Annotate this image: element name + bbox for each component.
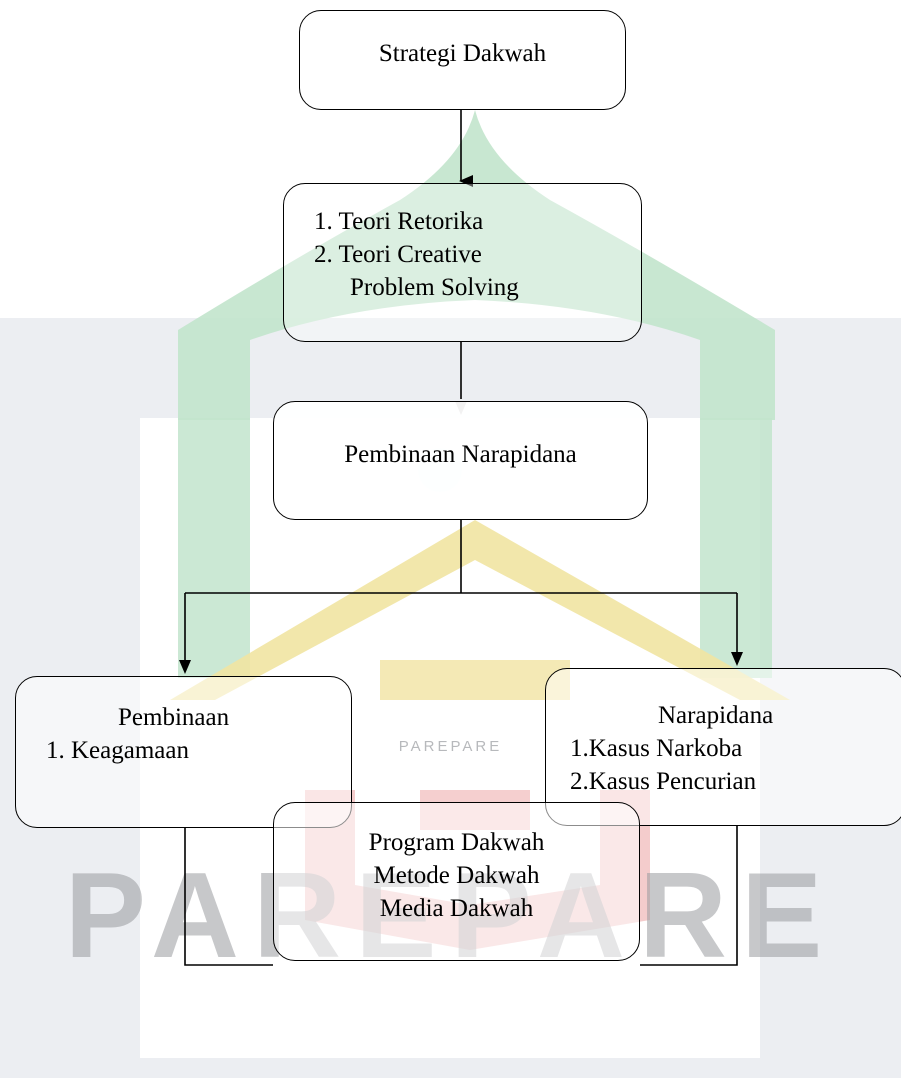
node-teori: 1. Teori Retorika 2. Teori Creative Prob… <box>283 183 642 342</box>
pembinaan-heading: Pembinaan <box>118 704 230 731</box>
node-label: Pembinaan Narapidana <box>344 441 577 468</box>
watermark-yellow-base <box>380 660 570 700</box>
node-pembinaan-narapidana: Pembinaan Narapidana <box>273 401 648 520</box>
program-item-1: Program Dakwah <box>368 829 545 856</box>
arrowhead-pembinaan <box>179 660 191 674</box>
watermark-green-pillar-left <box>178 418 250 678</box>
watermark-small-text: PAREPARE <box>398 738 503 755</box>
narapidana-item-2: 2.Kasus Pencurian <box>570 768 757 795</box>
watermark-green-dome <box>178 110 775 420</box>
teori-item-1: 1. Teori Retorika <box>314 208 484 235</box>
teori-item-2-continued: Problem Solving <box>350 274 519 301</box>
line-narapidana-to-program <box>640 826 738 966</box>
node-strategi-dakwah: Strategi Dakwah <box>299 10 626 110</box>
line-pembinaan-to-program <box>184 828 273 966</box>
program-item-3: Media Dakwah <box>379 895 534 922</box>
node-label: Strategi Dakwah <box>378 40 547 67</box>
watermark-green-pillar-right <box>700 418 772 678</box>
node-narapidana: Narapidana 1.Kasus Narkoba 2.Kasus Pencu… <box>545 668 901 826</box>
program-item-2: Metode Dakwah <box>373 862 540 889</box>
pembinaan-item-1: 1. Keagamaan <box>46 737 189 764</box>
arrowhead-narapidana <box>731 652 743 666</box>
node-program-dakwah: Program Dakwah Metode Dakwah Media Dakwa… <box>273 802 640 961</box>
narapidana-item-1: 1.Kasus Narkoba <box>570 735 743 762</box>
narapidana-heading: Narapidana <box>658 702 774 729</box>
teori-item-2: 2. Teori Creative <box>314 241 482 268</box>
